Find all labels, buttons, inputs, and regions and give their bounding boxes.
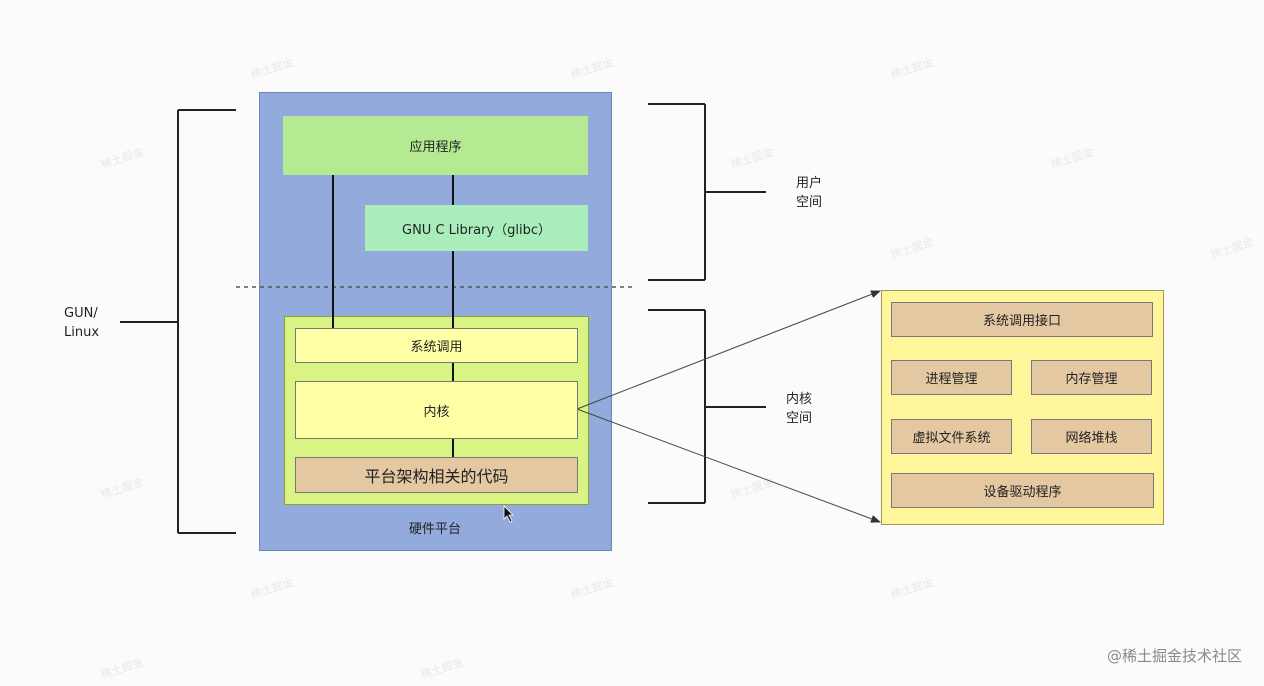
process-management-box: 进程管理 xyxy=(891,360,1012,395)
kernel-box: 内核 xyxy=(295,381,578,439)
glibc-box: GNU C Library（glibc） xyxy=(365,205,588,251)
application-box: 应用程序 xyxy=(283,116,588,175)
syscall-interface-box: 系统调用接口 xyxy=(891,302,1153,337)
user-space-brace xyxy=(648,103,766,281)
arch-code-box: 平台架构相关的代码 xyxy=(295,457,578,493)
zoom-line-bottom xyxy=(576,408,881,523)
user-space-label: 用户 空间 xyxy=(796,176,823,210)
kernel-space-brace xyxy=(648,309,766,504)
virtual-filesystem-box: 虚拟文件系统 xyxy=(891,419,1012,454)
gnu-linux-label: GUN/ Linux xyxy=(64,306,100,340)
zoom-line-top xyxy=(576,290,881,410)
hardware-platform-label: 硬件平台 xyxy=(408,521,461,537)
gnu-linux-brace xyxy=(120,109,236,534)
network-stack-box: 网络堆栈 xyxy=(1031,419,1152,454)
memory-management-box: 内存管理 xyxy=(1031,360,1152,395)
corner-watermark: @稀土掘金技术社区 xyxy=(1106,647,1242,665)
system-call-box: 系统调用 xyxy=(295,328,578,363)
kernel-space-label: 内核 空间 xyxy=(786,392,813,426)
device-drivers-box: 设备驱动程序 xyxy=(891,473,1154,508)
